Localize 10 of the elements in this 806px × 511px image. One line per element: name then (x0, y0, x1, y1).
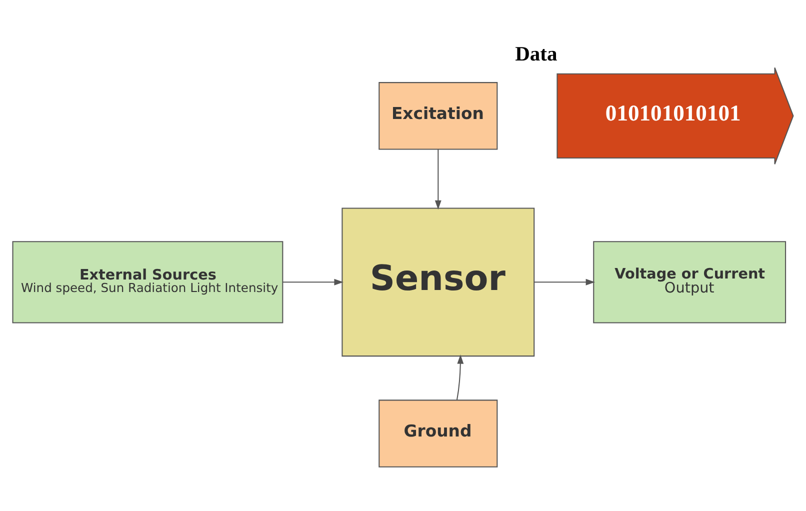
node-box: Ground (378, 399, 498, 467)
node-box: Excitation (378, 82, 498, 150)
node-label: Data (515, 43, 558, 65)
node-box: External Sources Wind speed, Sun Radiation Light Intensity (12, 240, 284, 323)
arrow (534, 278, 596, 285)
node-box: Voltage or Current Output (593, 240, 786, 323)
arrow (456, 354, 464, 400)
arrow (282, 278, 344, 285)
arrow (434, 148, 442, 210)
node-box: Sensor (342, 207, 535, 356)
